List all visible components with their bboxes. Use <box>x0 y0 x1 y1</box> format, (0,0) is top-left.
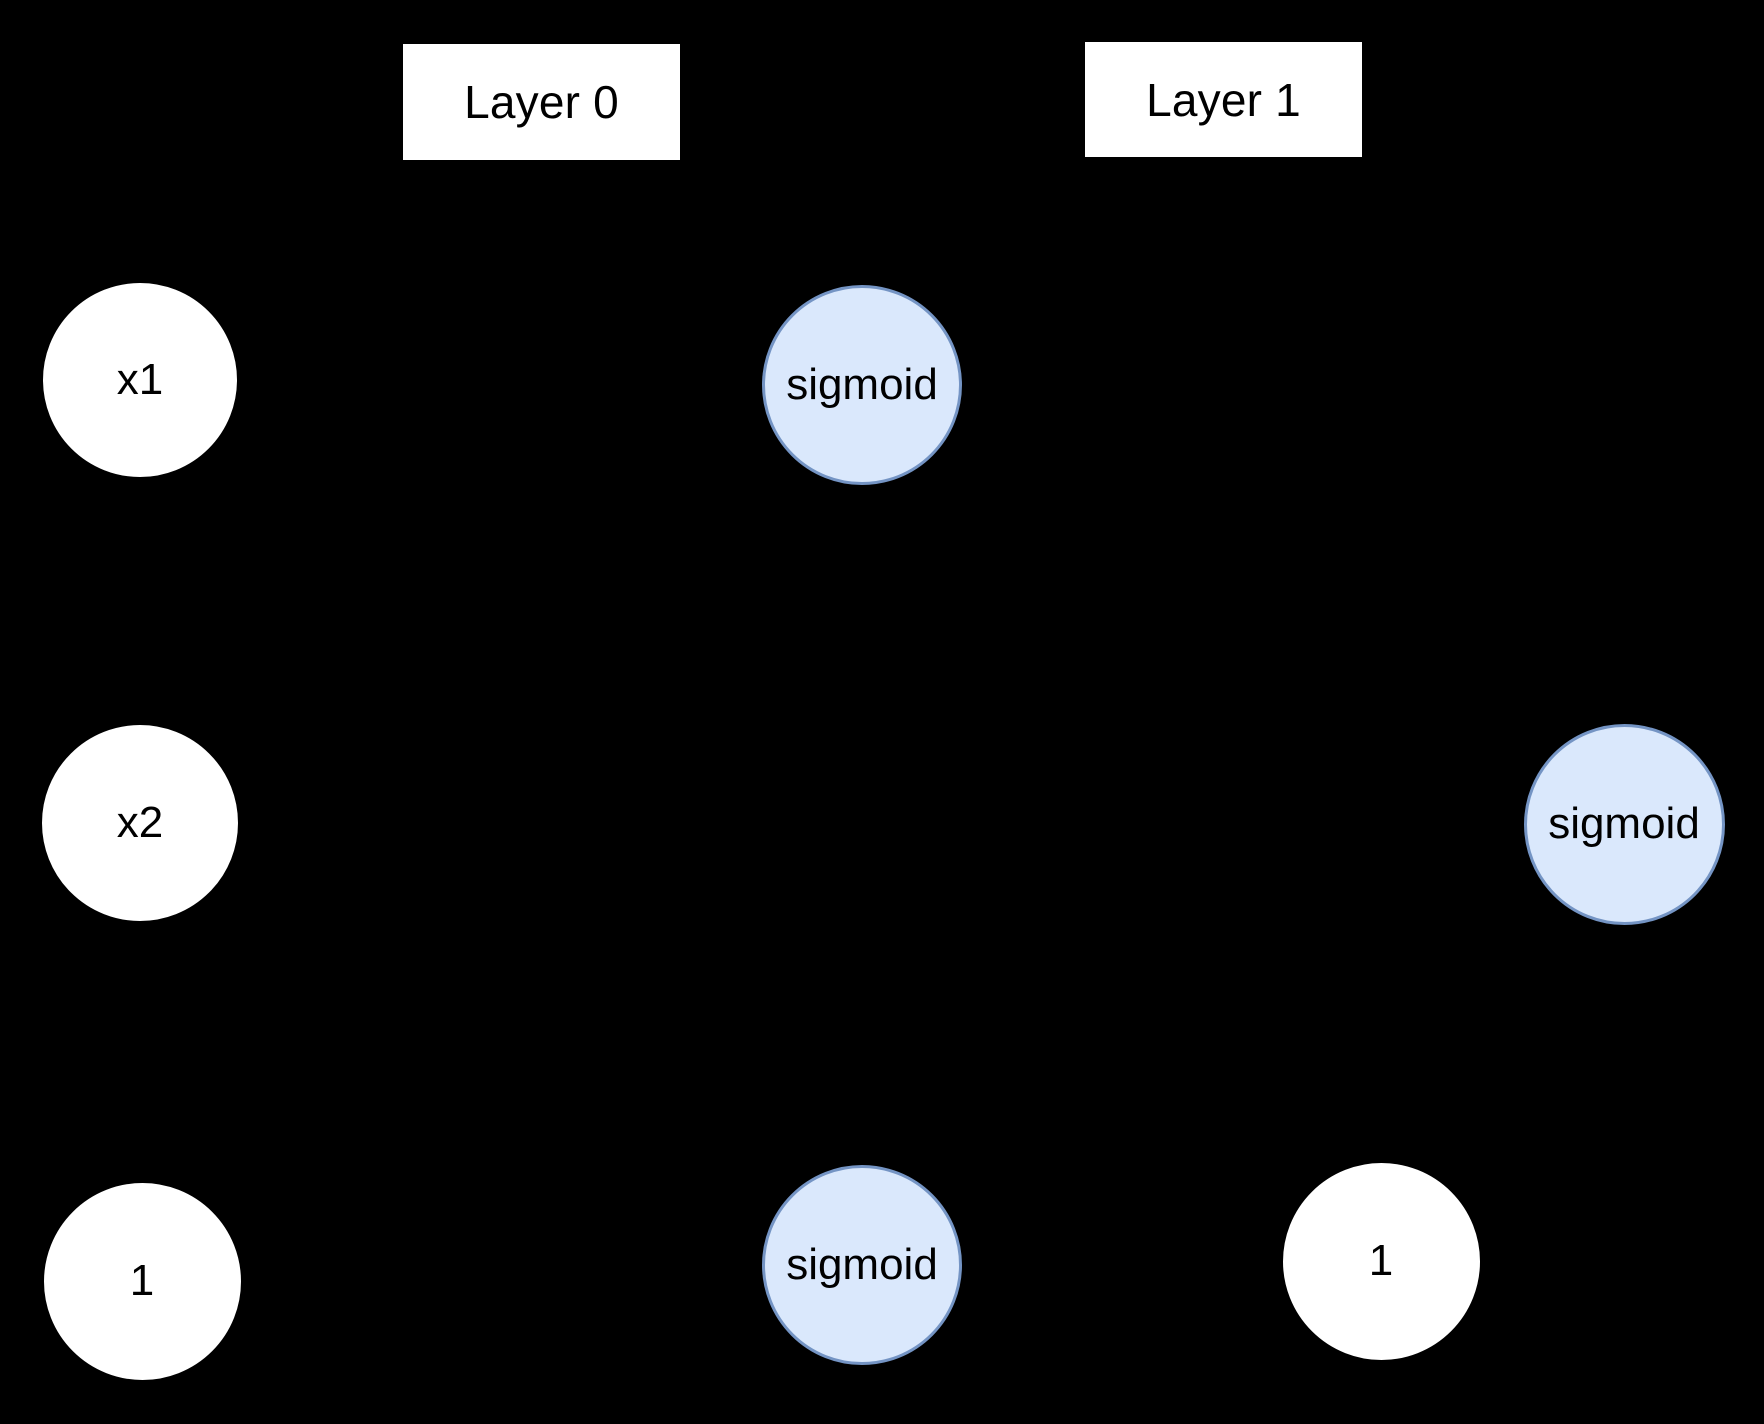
edge-input-bias-to-layer0-sigmoid-top <box>202 462 801 1205</box>
edge-group <box>200 379 1577 1280</box>
edge-layer0-sigmoid-top-to-layer1-sigmoid-output <box>948 434 1538 775</box>
node-layer0-sigmoid-top[interactable]: sigmoid <box>762 285 962 485</box>
node-layer1-sigmoid-output[interactable]: sigmoid <box>1523 723 1725 925</box>
edge-layer1-bias-to-layer1-sigmoid-output <box>1427 911 1577 1176</box>
node-label: sigmoid <box>786 1240 938 1289</box>
edge-input-x1-to-layer0-sigmoid-top <box>236 379 763 386</box>
layer-label-text: Layer 0 <box>464 76 619 128</box>
node-label: x1 <box>116 355 164 404</box>
node-input-x2[interactable]: x2 <box>42 725 238 921</box>
node-layer1-bias[interactable]: 1 <box>1282 1162 1480 1360</box>
edge-input-x2-to-layer0-sigmoid-bottom <box>223 873 778 1214</box>
node-layer0-sigmoid-bottom[interactable]: sigmoid <box>762 1165 962 1365</box>
node-label: 1 <box>1368 1236 1394 1285</box>
node-label: 1 <box>129 1256 155 1305</box>
layer-0-label: Layer 0 <box>403 44 680 160</box>
edge-input-x1-to-layer0-sigmoid-bottom <box>200 454 800 1189</box>
layer-label-text: Layer 1 <box>1146 73 1301 126</box>
edge-input-x2-to-layer0-sigmoid-top <box>223 436 778 774</box>
node-label: sigmoid <box>786 360 938 409</box>
edge-layer0-sigmoid-bottom-to-layer1-sigmoid-output <box>948 873 1538 1216</box>
node-input-x1[interactable]: x1 <box>43 283 237 477</box>
edge-input-bias-to-layer0-sigmoid-bottom <box>240 1266 763 1280</box>
node-label: sigmoid <box>1548 799 1700 848</box>
layer-1-label: Layer 1 <box>1085 42 1362 157</box>
node-input-bias[interactable]: 1 <box>43 1182 241 1380</box>
node-label: x2 <box>116 798 164 847</box>
